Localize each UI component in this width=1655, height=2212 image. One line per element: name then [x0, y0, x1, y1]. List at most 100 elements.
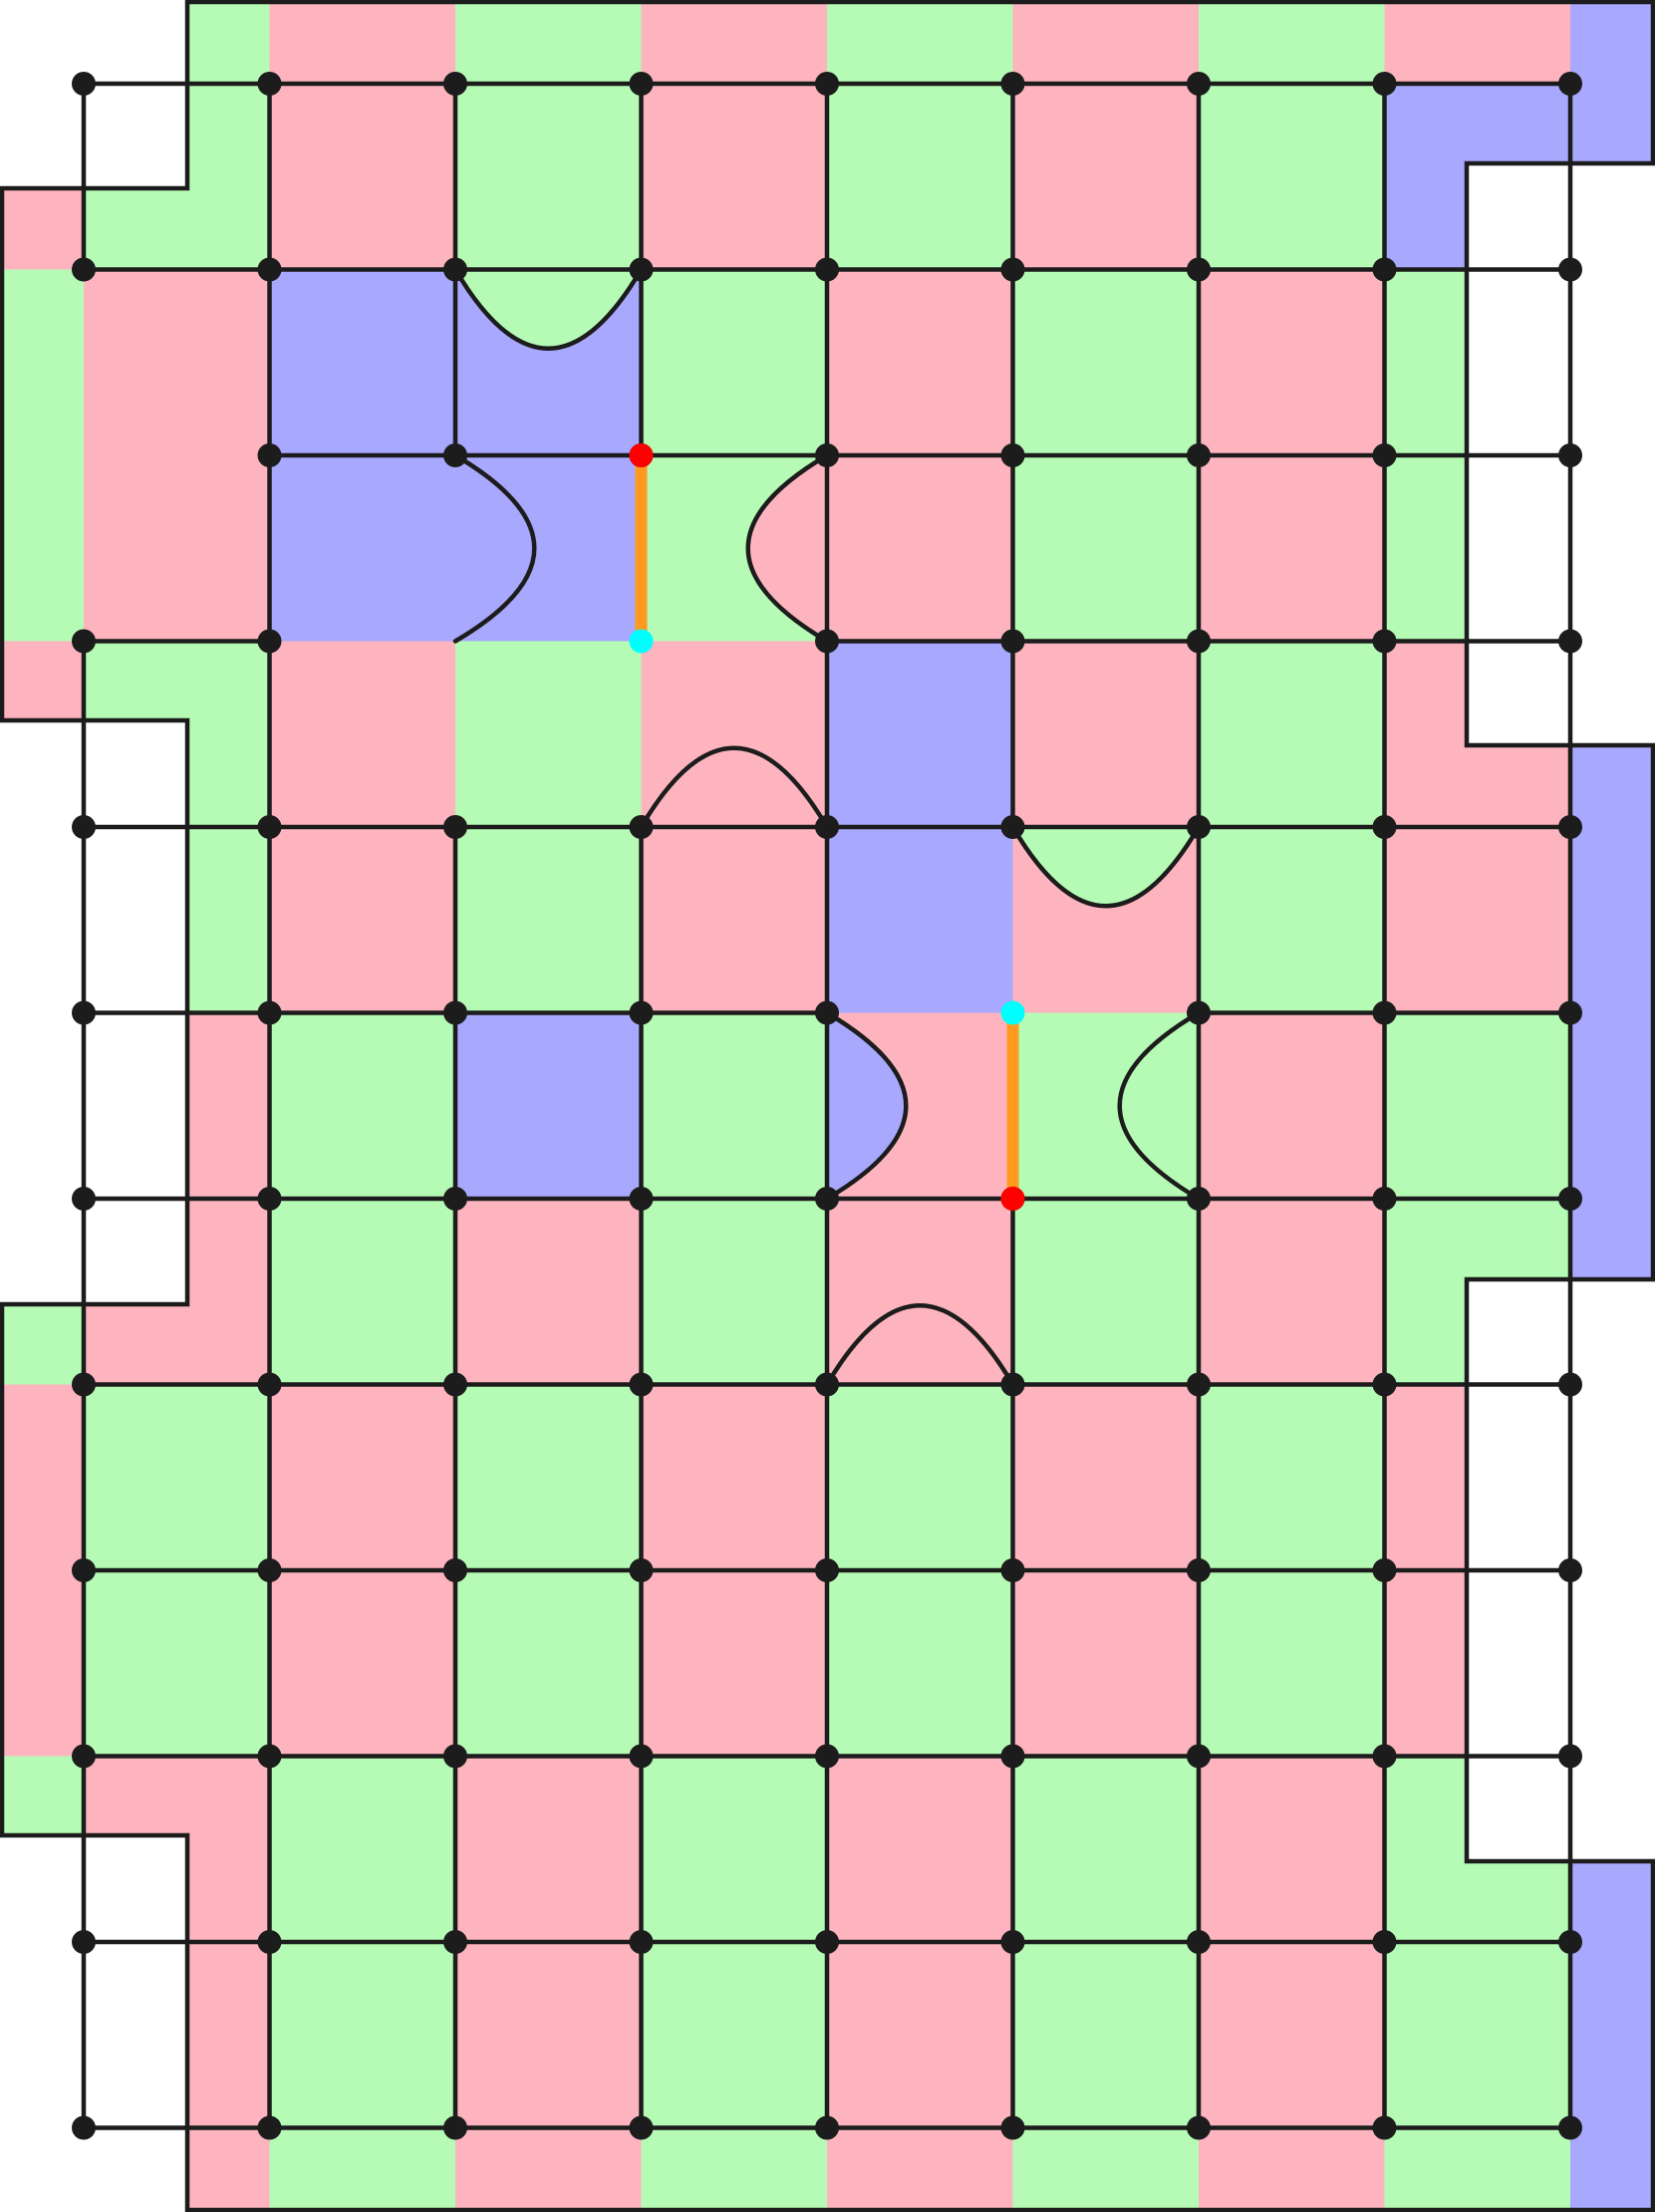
red-region-cell: [455, 1199, 642, 1385]
vertex: [815, 2115, 839, 2140]
green-region-cell: [641, 1942, 827, 2210]
vertex: [629, 815, 654, 839]
vertex: [257, 257, 282, 282]
red-region-cell: [827, 1942, 1013, 2210]
green-region-cell: [1199, 2, 1385, 84]
green-region-cell: [455, 84, 642, 270]
vertex: [443, 72, 467, 96]
vertex: [257, 815, 282, 839]
vertex: [72, 1930, 96, 1954]
red-region-cell: [1199, 1012, 1385, 1199]
vertex: [1000, 815, 1025, 839]
vertex: [1187, 2115, 1211, 2140]
vertex: [1000, 1558, 1025, 1582]
vertex: [629, 1372, 654, 1397]
vertex: [257, 443, 282, 467]
green-region-cell: [1199, 827, 1385, 1013]
vertex: [257, 629, 282, 654]
vertex: [1372, 815, 1397, 839]
vertex: [1558, 1000, 1582, 1025]
vertex: [72, 72, 96, 96]
vertex: [257, 1744, 282, 1769]
vertex: [1558, 257, 1582, 282]
vertex: [815, 629, 839, 654]
bulge-arc: [745, 452, 830, 644]
vertex: [257, 1372, 282, 1397]
vertex: [629, 72, 654, 96]
red-region-cell: [1384, 827, 1570, 1013]
vertex: [815, 1000, 839, 1025]
cyan-terminal: [1000, 1000, 1025, 1025]
red-region-cell: [1012, 2, 1199, 84]
red-region-cell: [1199, 1199, 1385, 1385]
vertex: [1000, 1744, 1025, 1769]
vertex: [1372, 1930, 1397, 1954]
vertex: [629, 1930, 654, 1954]
vertex: [1558, 629, 1582, 654]
vertex: [443, 1558, 467, 1582]
vertex: [72, 1000, 96, 1025]
green-region-cell: [1199, 641, 1385, 827]
red-region-cell: [827, 455, 1013, 642]
vertex: [1558, 815, 1582, 839]
vertex: [72, 257, 96, 282]
red-region-cell: [1199, 455, 1385, 642]
red-terminal: [629, 443, 654, 467]
red-region-cell: [1199, 1942, 1385, 2210]
red-region-cell: [2, 1384, 84, 1570]
green-region-cell: [84, 1570, 270, 1757]
vertex: [629, 1744, 654, 1769]
green-region-cell: [269, 1756, 455, 1942]
vertex: [1000, 1930, 1025, 1954]
vertex: [1187, 1558, 1211, 1582]
bulge-arc: [824, 1010, 909, 1202]
green-region-cell: [1012, 1199, 1199, 1385]
vertex: [257, 1187, 282, 1211]
green-region-cell: [1012, 1942, 1199, 2210]
red-region-cell: [827, 1756, 1013, 1942]
green-region-cell: [1199, 84, 1385, 270]
vertex: [1187, 72, 1211, 96]
bulge-layer: [452, 267, 1202, 1387]
vertex: [1372, 1000, 1397, 1025]
red-region-cell: [269, 1384, 455, 1570]
green-region-cell: [827, 2, 1013, 84]
red-region-cell: [1012, 84, 1199, 270]
vertex: [1000, 443, 1025, 467]
green-region-cell: [1199, 1570, 1385, 1757]
vertex: [72, 815, 96, 839]
red-region-cell: [1384, 2, 1570, 84]
vertex: [443, 257, 467, 282]
green-region-cell: [641, 1199, 827, 1385]
vertex: [815, 72, 839, 96]
vertex: [443, 1744, 467, 1769]
green-region-cell: [269, 1942, 455, 2210]
vertex: [1372, 257, 1397, 282]
vertex: [1187, 1744, 1211, 1769]
vertex: [443, 443, 467, 467]
vertex-layer: [72, 72, 1582, 2140]
vertex: [815, 1744, 839, 1769]
red-region-cell: [1199, 1756, 1385, 1942]
red-region-cell: [1012, 641, 1199, 827]
cyan-terminal: [629, 629, 654, 654]
vertex: [1372, 1558, 1397, 1582]
vertex: [443, 1372, 467, 1397]
vertex: [1187, 629, 1211, 654]
red-region-cell: [269, 84, 455, 270]
vertex: [629, 1558, 654, 1582]
vertex: [815, 1187, 839, 1211]
green-region-cell: [641, 1012, 827, 1199]
vertex: [815, 815, 839, 839]
red-region-cell: [455, 1942, 642, 2210]
red-region-cell: [641, 1384, 827, 1570]
green-region-cell: [269, 1199, 455, 1385]
bulge-arc: [824, 1302, 1015, 1387]
green-region-cell: [1012, 1756, 1199, 1942]
vertex: [72, 1744, 96, 1769]
vertex: [1372, 1187, 1397, 1211]
vertex: [72, 2115, 96, 2140]
green-region-cell: [2, 455, 84, 642]
